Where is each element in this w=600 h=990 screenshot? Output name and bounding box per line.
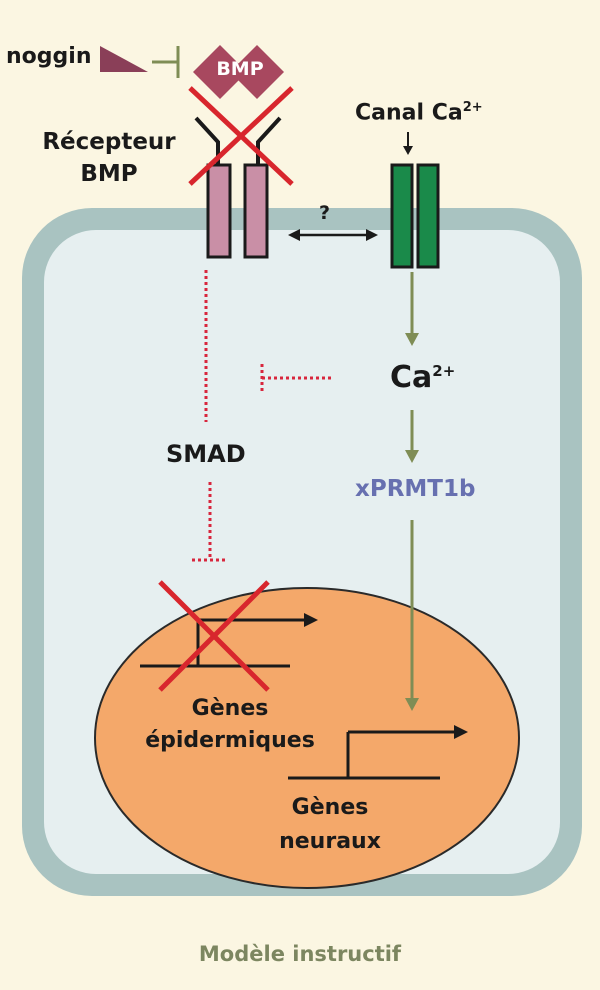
epidermal-genes-blocked-cross [158,580,270,692]
epidermal-genes-label: Gènes épidermiques [130,693,330,757]
question-mark: ? [319,202,331,224]
receptor-label: Récepteur BMP [24,126,194,190]
receptor-channel-double-arrow [288,229,378,241]
channel-to-calcium-arrow [405,272,419,346]
calcium-to-xprmt-arrow [405,410,419,463]
calcium-label: Ca2+ [390,360,455,395]
bmp-diamond-left [193,45,247,99]
neural-genes-label: Gènes neuraux [260,791,400,859]
bmp-label: BMP [216,58,264,80]
neural-genes-line2: neuraux [279,829,381,854]
calcium-inhibits-smad [260,364,334,392]
calcium-channel-label: Canal Ca2+ [355,100,483,125]
epidermal-genes-line1: Gènes [191,696,269,721]
channel-entry-arrow [403,132,413,155]
smad-label: SMAD [166,440,246,468]
noggin-shape [100,46,148,72]
receptor-blocked-cross [188,86,294,186]
channel-label-sup: 2+ [462,100,483,115]
xprmt1b-label: xPRMT1b [355,476,476,502]
calcium-label-text: Ca [390,360,433,395]
bmp-diamond-right [230,45,284,99]
calcium-channel [390,163,440,269]
model-caption: Modèle instructif [198,942,402,966]
neural-gene-symbol [288,725,468,780]
epidermal-gene-symbol [140,613,318,668]
epidermal-genes-line2: épidermiques [145,728,315,753]
channel-label-text: Canal Ca [355,100,463,126]
xprmt-to-neural-genes-arrow [405,520,419,711]
calcium-label-sup: 2+ [432,362,456,380]
neural-genes-line1: Gènes [291,795,369,820]
receptor-label-line1: Récepteur [42,129,176,155]
bmp-receptor [194,116,282,259]
smad-inhibit-epidermal-genes [192,482,228,562]
noggin-label: noggin [6,44,92,69]
receptor-label-line2: BMP [80,161,138,187]
